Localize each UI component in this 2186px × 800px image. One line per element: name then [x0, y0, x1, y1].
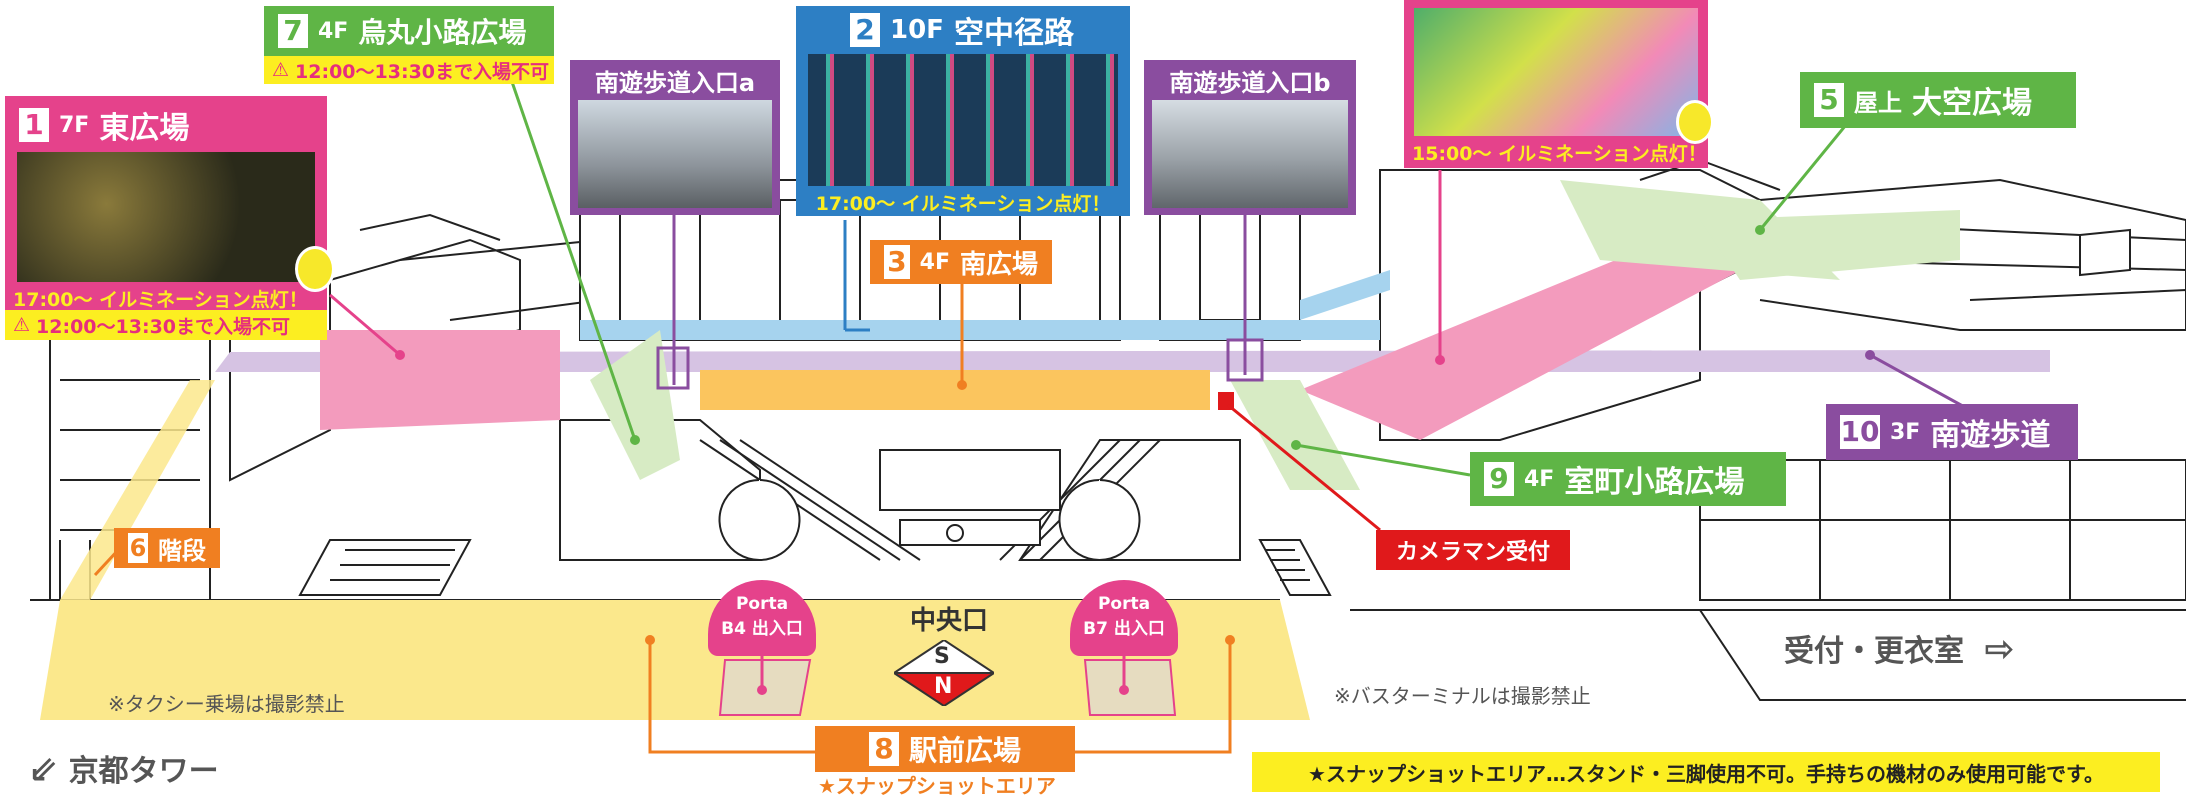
spot-2-caption: 17:00〜 イルミネーション点灯！: [815, 192, 1111, 215]
compass: S N: [894, 640, 994, 706]
porta-b7-marker[interactable]: Porta B7 出入口: [1070, 580, 1178, 656]
compass-north: N: [934, 674, 953, 699]
reception-text: 受付・更衣室: [1784, 634, 1964, 669]
spot-2-floor: 10F: [890, 15, 944, 45]
spot-5-floor: 屋上: [1854, 88, 1902, 117]
lightbulb-icon: [295, 246, 335, 292]
arrow-right-icon: ⇨: [1984, 629, 2015, 670]
spot-10-floor: 3F: [1890, 419, 1921, 445]
top-event-card[interactable]: 15:00〜 イルミネーション点灯！: [1404, 0, 1714, 168]
porta-b4-marker[interactable]: Porta B4 出入口: [708, 580, 816, 656]
spot-2-photo: [808, 54, 1118, 186]
spot-1-card[interactable]: 1 7F 東広場 17:00〜 イルミネーション点灯！: [5, 96, 335, 338]
central-exit-label: 中央口: [910, 606, 989, 636]
kyoto-tower-label[interactable]: ⇙ 京都タワー: [28, 746, 219, 790]
spot-2-card[interactable]: 2 10F 空中径路 17:00〜 イルミネーション点灯！: [796, 6, 1130, 216]
spot-9-floor: 4F: [1524, 466, 1555, 492]
spot-2-title: 2 10F 空中径路: [836, 6, 1088, 54]
porta-b4-line1: Porta: [735, 594, 789, 614]
spot-3-label[interactable]: 3 4F 南広場: [870, 240, 1052, 284]
spot-5-name: 大空広場: [1912, 86, 2032, 121]
spot-7-number: 7: [278, 14, 308, 48]
bus-note: ※バスターミナルは撮影禁止: [1334, 684, 1591, 708]
spot-7-warning: ⚠ 12:00〜13:30まで入場不可: [264, 56, 554, 84]
spot-6-name: 階段: [158, 536, 206, 565]
spot-1-warning: ⚠ 12:00〜13:30まで入場不可: [5, 310, 327, 340]
spot-8-subcaption: ★スナップショットエリア: [818, 774, 1056, 798]
spot-3-floor: 4F: [919, 249, 950, 275]
spot-1-number: 1: [19, 108, 49, 142]
spot-6-label[interactable]: 6 階段: [114, 528, 220, 568]
spot-5-number: 5: [1814, 83, 1844, 117]
entrance-a-photo: [578, 100, 772, 208]
kyoto-tower-text: 京都タワー: [68, 754, 219, 789]
spot-1-title: 1 7F 東広場: [5, 96, 203, 154]
spot-5-label[interactable]: 5 屋上 大空広場: [1800, 72, 2076, 128]
arrow-down-left-icon: ⇙: [28, 749, 59, 790]
compass-icon: [894, 640, 994, 706]
spot-6-number: 6: [128, 533, 148, 563]
spot-8-label[interactable]: 8 駅前広場: [815, 726, 1075, 772]
taxi-note: ※タクシー乗場は撮影禁止: [108, 692, 345, 716]
spot-8-number: 8: [868, 732, 899, 766]
spot-9-name: 室町小路広場: [1564, 465, 1745, 500]
camera-reception-label[interactable]: カメラマン受付: [1376, 530, 1570, 570]
compass-south: S: [934, 644, 950, 669]
entrance-b-card[interactable]: 南遊歩道入口b: [1144, 60, 1356, 215]
spot-3-number: 3: [884, 245, 910, 279]
spot-9-label[interactable]: 9 4F 室町小路広場: [1470, 452, 1786, 506]
warning-icon: ⚠: [13, 314, 31, 336]
entrance-b-label: 南遊歩道入口b: [1169, 68, 1331, 97]
footer-note: ★スナップショットエリア…スタンド・三脚使用不可。手持ちの機材のみ使用可能です。: [1252, 752, 2160, 792]
top-event-caption: 15:00〜 イルミネーション点灯！: [1412, 142, 1707, 165]
spot-10-label[interactable]: 10 3F 南遊歩道: [1826, 404, 2078, 460]
spot-9-number: 9: [1484, 462, 1514, 496]
spot-1-photo: [17, 152, 315, 282]
entrance-a-card[interactable]: 南遊歩道入口a: [570, 60, 780, 215]
lightbulb-icon: [1676, 100, 1714, 144]
spot-1-name: 東広場: [99, 111, 190, 146]
warning-icon: ⚠: [272, 59, 290, 81]
reception-label[interactable]: 受付・更衣室 ⇨: [1784, 626, 2015, 670]
spot-7-warning-text: 12:00〜13:30まで入場不可: [295, 60, 550, 83]
spot-1-caption: 17:00〜 イルミネーション点灯！: [13, 288, 308, 311]
spot-10-number: 10: [1840, 415, 1880, 449]
porta-b7-line2: B7 出入口: [1083, 619, 1165, 639]
spot-2-name: 空中径路: [953, 16, 1074, 51]
entrance-a-label: 南遊歩道入口a: [594, 68, 756, 97]
spot-7-floor: 4F: [318, 18, 349, 44]
spot-2-number: 2: [850, 13, 880, 47]
spot-8-name: 駅前広場: [908, 734, 1021, 767]
spot-7-name: 烏丸小路広場: [358, 16, 527, 49]
porta-b7-line1: Porta: [1097, 594, 1151, 614]
entrance-b-photo: [1152, 100, 1348, 208]
spot-10-name: 南遊歩道: [1930, 418, 2051, 453]
porta-b4-line2: B4 出入口: [721, 619, 803, 639]
spot-1-warning-text: 12:00〜13:30まで入場不可: [36, 315, 291, 338]
spot-7-label[interactable]: 7 4F 烏丸小路広場: [264, 6, 554, 56]
spot-3-name: 南広場: [959, 249, 1038, 280]
spot-1-floor: 7F: [59, 112, 90, 138]
top-event-photo: [1414, 8, 1698, 136]
